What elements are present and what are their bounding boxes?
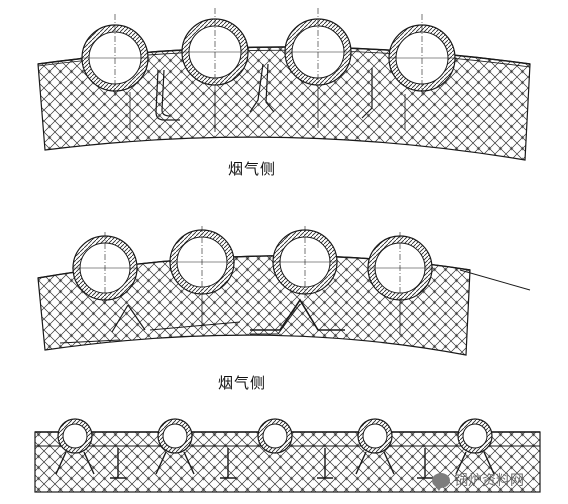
- tube: [80, 14, 150, 96]
- casing-line: [149, 321, 241, 331]
- tube: [355, 418, 395, 475]
- anchor-pin: [161, 69, 171, 117]
- tube: [387, 14, 457, 96]
- tube: [455, 418, 495, 475]
- flue-gas-side-caption-1: 烟气侧: [228, 160, 277, 178]
- casing-line: [459, 269, 531, 291]
- anchor-bracket: [111, 304, 146, 333]
- tube: [272, 226, 338, 300]
- tube: [257, 418, 293, 454]
- t-anchor: [317, 448, 333, 479]
- anchor-pin: [249, 63, 264, 113]
- chat-bubble-icon: [432, 472, 450, 491]
- flat-wall-panel: [34, 418, 541, 493]
- curved-wall-panel-2: [37, 226, 531, 356]
- tube: [367, 232, 433, 305]
- tube: [180, 8, 250, 92]
- anchor-bracket: [250, 303, 301, 335]
- curved-wall-panel-1: [37, 8, 531, 161]
- anchor-pin: [361, 68, 373, 119]
- flue-gas-side-caption-2: 烟气侧: [218, 374, 267, 392]
- t-anchor: [417, 448, 433, 479]
- watermark-text: 锅炉资料网: [454, 473, 524, 489]
- casing-line: [59, 339, 121, 344]
- anchor-pin: [155, 69, 180, 121]
- tube: [169, 226, 235, 300]
- tube: [283, 8, 353, 92]
- t-anchor: [220, 448, 236, 479]
- tube: [72, 232, 138, 305]
- tube: [55, 418, 95, 475]
- tube: [155, 418, 195, 475]
- anchor-pin: [265, 63, 275, 113]
- anchor-bracket: [250, 298, 345, 331]
- watermark: 锅炉资料网: [432, 470, 524, 491]
- t-anchor: [110, 448, 126, 479]
